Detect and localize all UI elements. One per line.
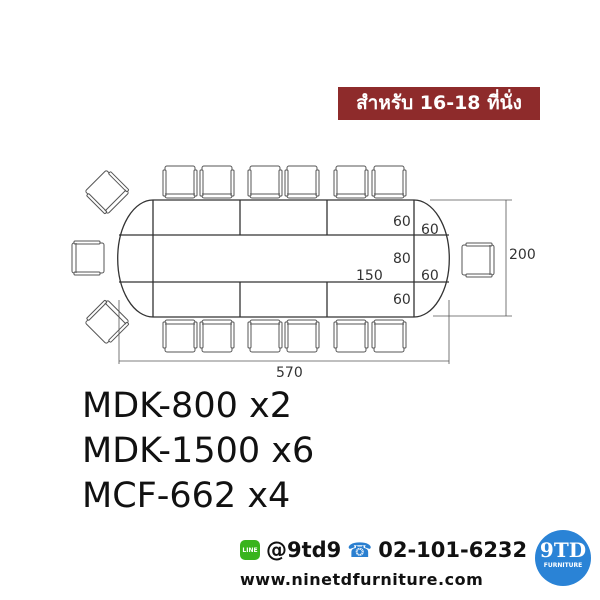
dim-label: 60 xyxy=(421,268,439,284)
chair-icon xyxy=(284,319,320,353)
chair-icon xyxy=(199,165,235,199)
contact-row: LINE @9td9 ☎ 02-101-6232 xyxy=(240,538,527,562)
dim-label: 60 xyxy=(393,292,411,308)
model-item: MCF-662 x4 xyxy=(82,476,291,516)
chair-icon xyxy=(461,242,495,278)
chair-icon xyxy=(333,165,369,199)
chair-icon xyxy=(162,319,198,353)
brand-logo: 9TD FURNITURE xyxy=(535,530,591,586)
seating-banner: สำหรับ 16-18 ที่นั่ง xyxy=(338,87,540,120)
chair-icon xyxy=(85,299,130,344)
chair-icon xyxy=(247,319,283,353)
model-list: MDK-800 x2 MDK-1500 x6 MCF-662 x4 xyxy=(82,384,314,519)
chair-icon xyxy=(71,240,105,276)
phone-number[interactable]: 02-101-6232 xyxy=(378,538,528,562)
dim-label: 60 xyxy=(393,214,411,230)
phone-icon: ☎ xyxy=(347,538,373,562)
dim-label: 60 xyxy=(421,222,439,238)
dim-label: 150 xyxy=(356,268,383,284)
line-id[interactable]: @9td9 xyxy=(266,538,342,562)
chair-icon xyxy=(85,170,130,215)
chair-icon xyxy=(371,165,407,199)
dim-label: 80 xyxy=(393,251,411,267)
depth-label: 200 xyxy=(509,247,536,263)
model-item: MDK-800 x2 xyxy=(82,386,292,426)
chair-icon xyxy=(247,165,283,199)
chair-icon xyxy=(162,165,198,199)
line-icon: LINE xyxy=(240,540,260,560)
chair-icon xyxy=(284,165,320,199)
website-link[interactable]: www.ninetdfurniture.com xyxy=(240,570,484,589)
width-label: 570 xyxy=(276,365,303,381)
chair-icon xyxy=(371,319,407,353)
model-item: MDK-1500 x6 xyxy=(82,431,315,471)
chair-icon xyxy=(199,319,235,353)
chair-icon xyxy=(333,319,369,353)
